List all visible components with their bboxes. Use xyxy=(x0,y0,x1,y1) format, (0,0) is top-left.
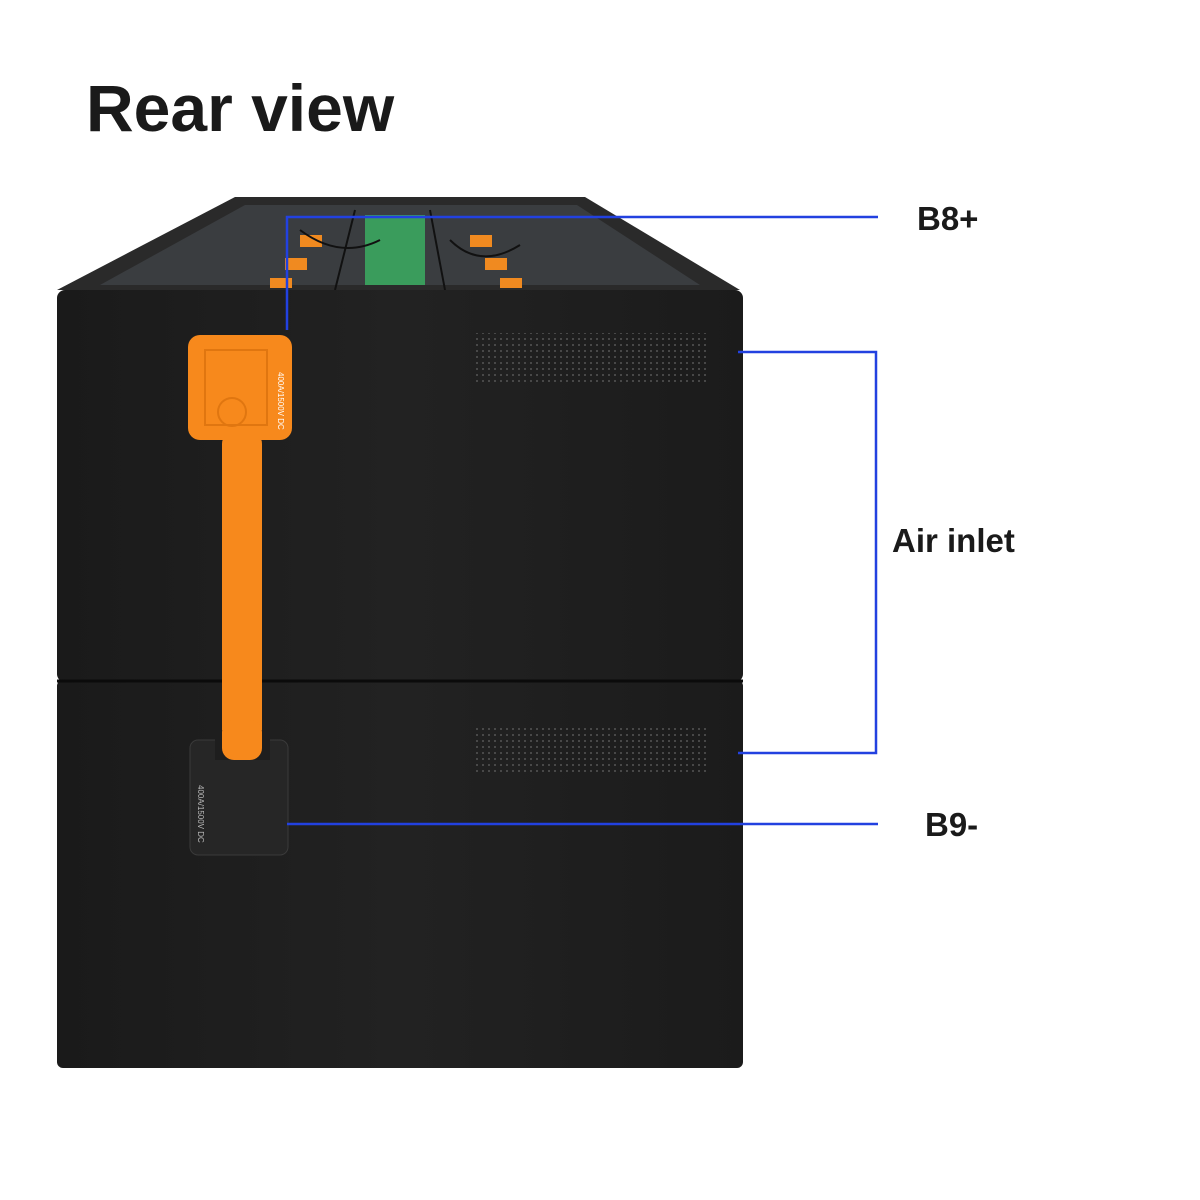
cabinet-top-tray xyxy=(57,197,740,291)
page-title: Rear view xyxy=(86,71,395,145)
air-inlet-callout-bracket xyxy=(738,350,878,755)
b9-minus-connector: 400A/1500V DC xyxy=(189,720,289,856)
b9-minus-label: B9- xyxy=(925,806,979,843)
air-inlet-label: Air inlet xyxy=(892,522,1015,559)
connector-marking-upper: 400A/1500V DC xyxy=(276,372,285,430)
busbar-terminals xyxy=(270,235,522,288)
orange-cable xyxy=(222,430,262,760)
connector-marking-lower: 400A/1500V DC xyxy=(196,785,205,843)
b8-plus-label: B8+ xyxy=(917,200,979,237)
air-inlet-vent-upper xyxy=(475,333,707,385)
circuit-board xyxy=(365,215,425,285)
air-inlet-vent-lower xyxy=(475,724,707,774)
b8-plus-callout-line xyxy=(285,215,878,330)
b8-plus-connector: 400A/1500V DC xyxy=(188,335,292,440)
